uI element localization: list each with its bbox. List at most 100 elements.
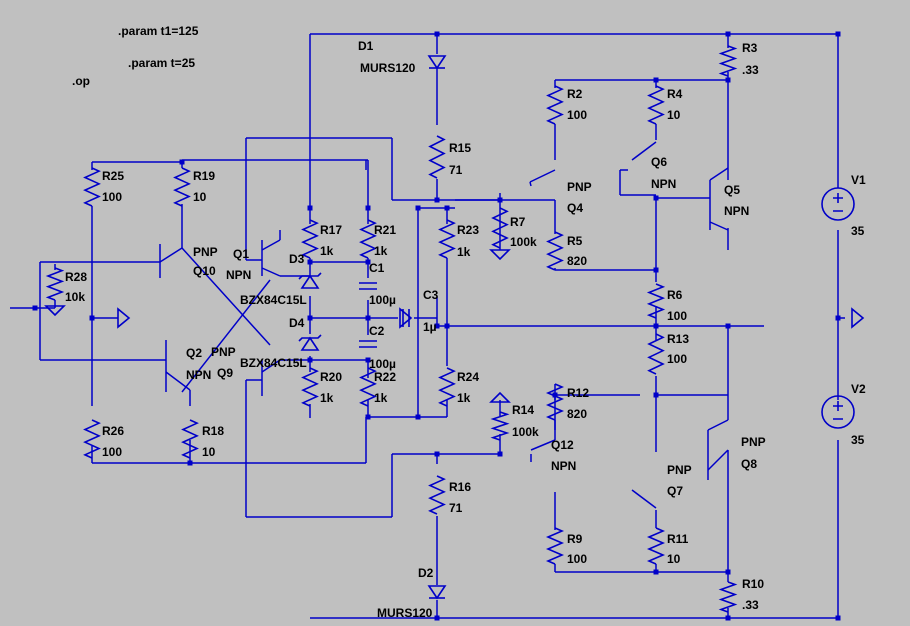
junction-dot <box>725 31 731 37</box>
component-label: 71 <box>449 163 463 177</box>
component-label: 1k <box>457 245 471 259</box>
component-label: C3 <box>423 288 439 302</box>
component-label: PNP <box>741 435 766 449</box>
resistor-symbol <box>491 207 509 249</box>
component-label: NPN <box>551 459 576 473</box>
resistor-symbol <box>181 419 199 459</box>
component-label: NPN <box>226 268 251 282</box>
component-label: R18 <box>202 424 224 438</box>
junction-dot <box>89 315 95 321</box>
component-label: R9 <box>567 532 583 546</box>
wire <box>707 449 729 471</box>
component-label: 1k <box>374 244 388 258</box>
junction-dot <box>307 259 313 265</box>
component-label: R12 <box>567 386 589 400</box>
component-label: 100µ <box>369 293 396 307</box>
component-label: Q12 <box>551 438 574 452</box>
component-label: R22 <box>374 370 396 384</box>
junction-dot <box>725 323 731 329</box>
resistor-symbol <box>428 135 446 179</box>
component-label: C1 <box>369 261 385 275</box>
capacitor-symbol <box>359 340 377 348</box>
component-label: 100 <box>102 445 122 459</box>
component-label: 10k <box>65 290 85 304</box>
component-label: 100 <box>567 108 587 122</box>
resistor-symbol <box>359 367 377 407</box>
component-label: NPN <box>651 177 676 191</box>
junction-dot <box>32 305 38 311</box>
diode-symbol <box>427 55 447 70</box>
junction-dot <box>835 615 841 621</box>
component-label: R17 <box>320 223 342 237</box>
spice-directive: .op <box>72 74 90 88</box>
component-label: 1k <box>320 391 334 405</box>
component-label: PNP <box>211 345 236 359</box>
component-label: D3 <box>289 252 305 266</box>
diode-cathode-bar <box>298 334 322 342</box>
component-label: 35 <box>851 224 865 238</box>
junction-dot <box>653 392 659 398</box>
junction-dot <box>434 615 440 621</box>
component-label: PNP <box>567 180 592 194</box>
wire <box>261 267 281 277</box>
resistor-symbol <box>301 367 319 407</box>
component-label: R26 <box>102 424 124 438</box>
component-label: 100 <box>667 352 687 366</box>
resistor-symbol <box>428 475 446 515</box>
component-label: R13 <box>667 332 689 346</box>
junction-dot <box>415 205 421 211</box>
resistor-symbol <box>45 267 65 301</box>
ground-symbol <box>117 307 131 329</box>
junction-dot <box>653 267 659 273</box>
resistor-symbol <box>718 45 738 77</box>
junction-dot <box>365 315 371 321</box>
junction-dot <box>835 31 841 37</box>
component-label: 1k <box>457 391 471 405</box>
component-label: PNP <box>193 245 218 259</box>
component-label: Q6 <box>651 155 667 169</box>
component-label: Q5 <box>724 183 740 197</box>
component-label: V1 <box>851 173 866 187</box>
wire <box>159 247 183 263</box>
component-label: R15 <box>449 141 471 155</box>
component-label: R7 <box>510 215 526 229</box>
voltage-source-symbol <box>821 187 855 221</box>
wire <box>181 247 271 346</box>
component-label: 1k <box>374 391 388 405</box>
component-label: R24 <box>457 370 479 384</box>
component-label: PNP <box>667 463 692 477</box>
spice-directive: .param t=25 <box>128 56 195 70</box>
junction-dot <box>187 460 193 466</box>
component-label: .33 <box>742 63 759 77</box>
junction-dot <box>307 315 313 321</box>
diode-symbol <box>300 274 320 289</box>
junction-dot <box>434 323 440 329</box>
resistor-symbol <box>301 219 319 259</box>
voltage-source-symbol <box>821 395 855 429</box>
component-label: R19 <box>193 169 215 183</box>
resistor-symbol <box>546 85 564 125</box>
junctions <box>32 31 841 621</box>
junction-dot <box>653 323 659 329</box>
component-label: R11 <box>667 532 689 546</box>
component-label: Q9 <box>217 366 233 380</box>
component-label: V2 <box>851 382 866 396</box>
component-label: R21 <box>374 223 396 237</box>
component-label: C2 <box>369 324 385 338</box>
component-label: R2 <box>567 87 583 101</box>
polarity-marks <box>833 401 843 420</box>
spice-directive: .param t1=125 <box>118 24 199 38</box>
component-label: Q8 <box>741 457 757 471</box>
wire <box>529 181 532 187</box>
component-label: 1µ <box>423 320 437 334</box>
resistor-symbol <box>490 411 510 441</box>
component-label: D4 <box>289 316 305 330</box>
resistor-symbol <box>173 167 191 207</box>
component-label: .33 <box>742 598 759 612</box>
component-label: 100 <box>667 309 687 323</box>
resistor-symbol <box>438 219 456 259</box>
junction-dot <box>307 205 313 211</box>
junction-dot <box>444 323 450 329</box>
wire <box>707 419 729 431</box>
junction-dot <box>365 205 371 211</box>
